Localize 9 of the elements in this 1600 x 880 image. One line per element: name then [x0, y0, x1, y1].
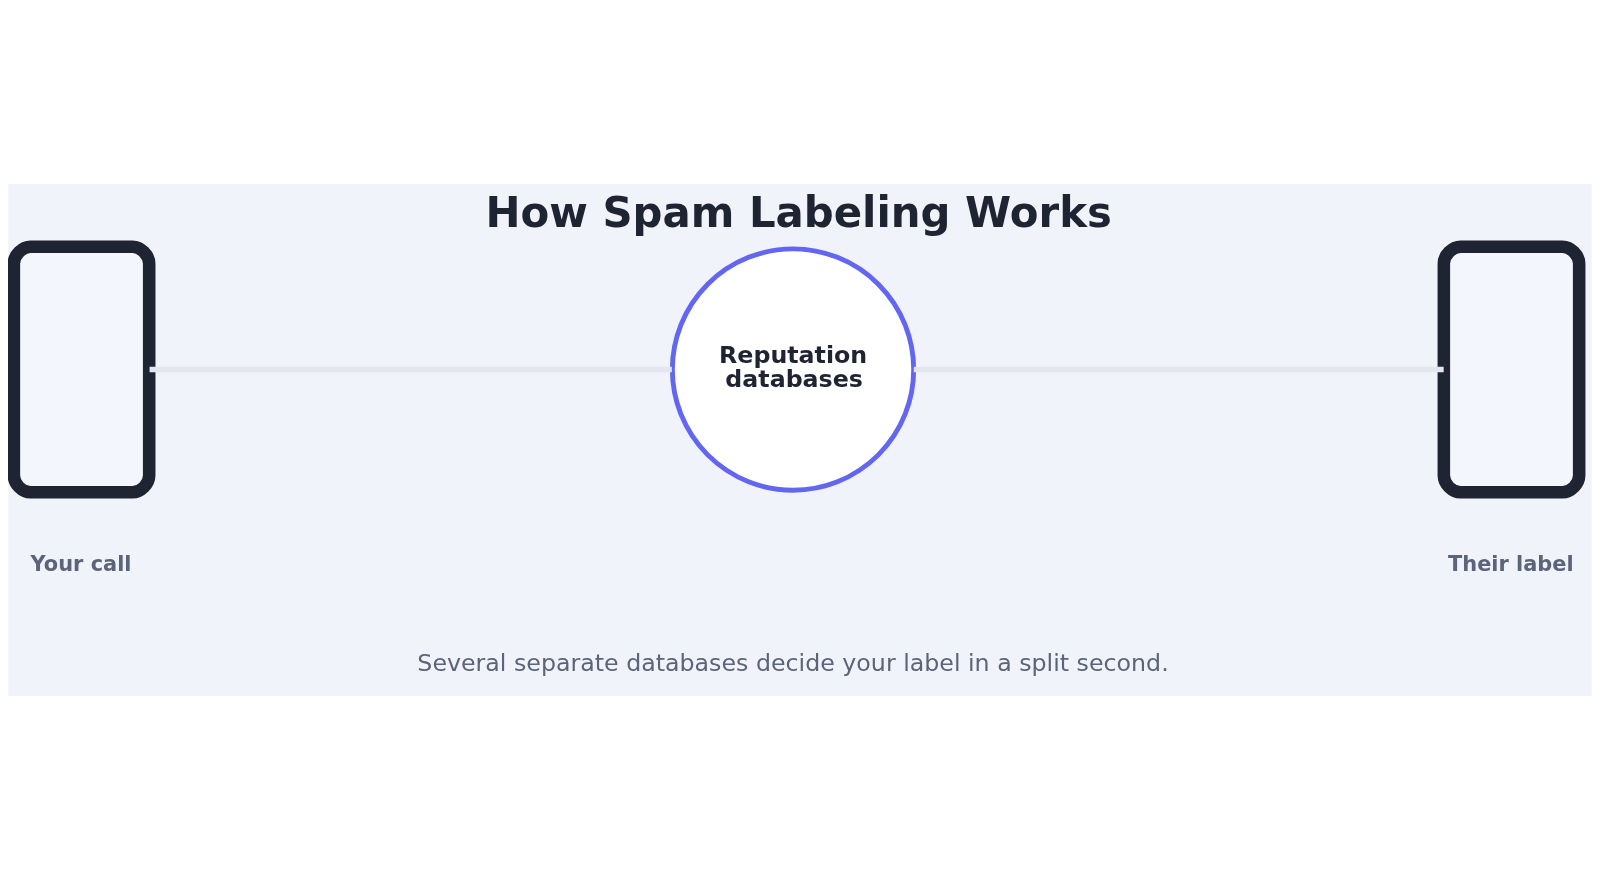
connector — [913, 366, 1444, 373]
node-label: Their label — [1448, 552, 1574, 577]
node-phone — [1437, 240, 1586, 499]
node-label: Your call — [30, 552, 132, 577]
node-phone — [8, 240, 156, 499]
connector — [149, 366, 672, 373]
caption: Several separate databases decide your label in a split second. — [417, 649, 1169, 678]
diagram-title: How Spam Labeling Works — [485, 188, 1112, 238]
node-circle: Reputation databases — [669, 246, 917, 493]
